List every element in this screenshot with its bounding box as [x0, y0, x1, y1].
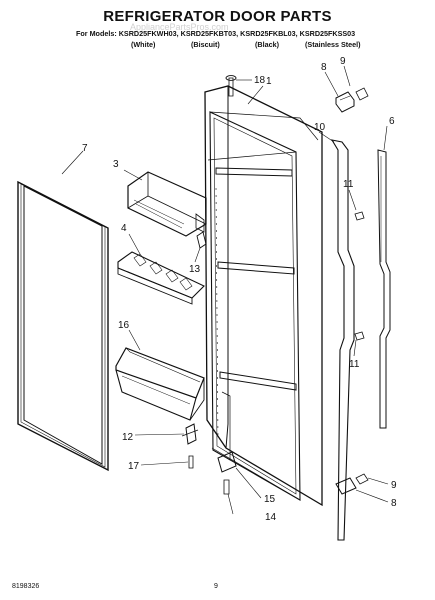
callout-4: 4 [121, 223, 127, 234]
callout-18: 18 [254, 75, 266, 86]
callout-12: 12 [122, 432, 134, 443]
callout-14: 14 [265, 512, 277, 523]
door-shelf-bin-part [115, 347, 205, 421]
door-gasket-part [17, 180, 109, 472]
callout-10: 10 [314, 122, 326, 133]
trim-strip-part [377, 149, 391, 429]
handle-screws-part [354, 211, 365, 341]
door-handle-part [330, 139, 355, 541]
callout-17: 17 [128, 461, 140, 472]
page-title: REFRIGERATOR DOOR PARTS [103, 8, 332, 25]
variant-white: (White) [131, 40, 156, 49]
models-line: For Models: KSRD25FKWH03, KSRD25FKBT03, … [76, 29, 356, 38]
callout-6: 6 [389, 116, 395, 127]
callout-13: 13 [189, 264, 201, 275]
callout-9-top: 9 [340, 56, 346, 67]
callout-16: 16 [118, 320, 130, 331]
callout-8-bottom: 8 [391, 498, 397, 509]
callout-labels: 1 3 4 6 7 8 9 10 11 11 12 13 14 15 16 17… [82, 56, 397, 523]
hinge-pin-part [181, 423, 199, 469]
dairy-bin-part [127, 171, 207, 237]
callout-3: 3 [113, 159, 119, 170]
callout-11-lower: 11 [349, 359, 360, 370]
watermark: AppliancePartsPros.com [130, 22, 229, 32]
callout-1: 1 [266, 76, 272, 87]
top-hinge-part [335, 87, 369, 113]
callout-9-bottom: 9 [391, 480, 397, 491]
egg-tray-part [117, 251, 205, 305]
part-number: 8198326 [12, 583, 40, 590]
variant-stainless: (Stainless Steel) [305, 40, 361, 49]
callout-15: 15 [264, 494, 276, 505]
callout-7: 7 [82, 143, 88, 154]
door-assembly-part [204, 75, 323, 507]
variant-biscuit: (Biscuit) [191, 40, 220, 49]
callout-8-top: 8 [321, 62, 327, 73]
page-number: 9 [214, 583, 218, 590]
callout-11-upper: 11 [343, 179, 354, 190]
variant-black: (Black) [255, 40, 279, 49]
bottom-hinge-part [335, 473, 369, 495]
leader-lines [61, 65, 389, 515]
bin-clip-part [196, 231, 207, 249]
door-stop-part [217, 451, 237, 495]
